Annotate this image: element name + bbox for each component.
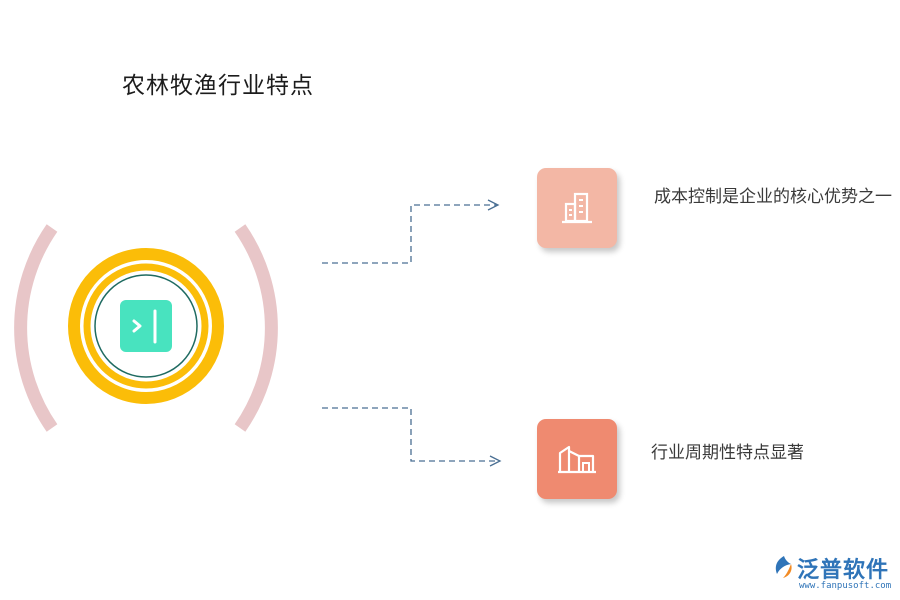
connector-bottom-arrow — [489, 455, 502, 467]
connector-top — [322, 204, 497, 264]
outer-gold-ring — [68, 248, 224, 404]
connector-top-arrow — [487, 199, 500, 211]
factory-icon — [558, 445, 596, 474]
item-card-1 — [537, 168, 617, 248]
brand-mark-icon — [775, 556, 792, 578]
item-label-1: 成本控制是企业的核心优势之一 — [654, 187, 892, 207]
brand-url: www.fanpusoft.com — [799, 581, 892, 591]
building-icon — [562, 192, 592, 224]
panel-expand-icon — [120, 300, 172, 352]
left-arc — [14, 224, 58, 432]
page-title: 农林牧渔行业特点 — [122, 73, 314, 99]
item-label-2: 行业周期性特点显著 — [651, 443, 804, 463]
connector-bottom — [322, 407, 499, 462]
item-card-2 — [537, 419, 617, 499]
brand-logo: 泛普软件 www.fanpusoft.com — [771, 550, 895, 596]
brand-name: 泛普软件 — [797, 558, 890, 583]
inner-gold-ring — [83, 263, 209, 389]
right-arc — [234, 224, 278, 432]
